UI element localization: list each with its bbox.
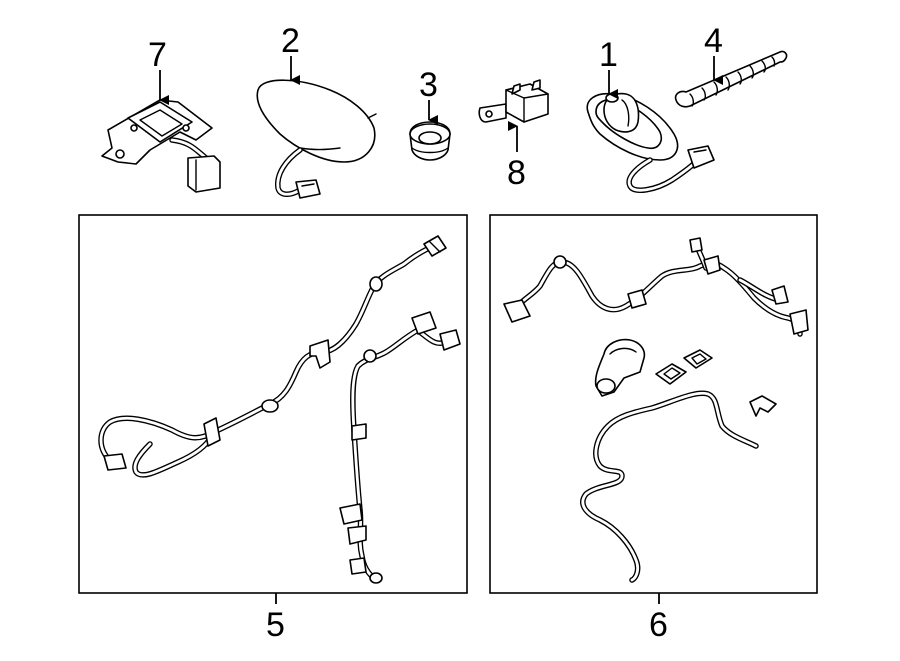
callout-8-label: 8 bbox=[507, 154, 526, 192]
part-3-grommet bbox=[409, 121, 451, 161]
callout-3: 3 bbox=[419, 66, 438, 125]
callout-7-label: 7 bbox=[148, 36, 167, 74]
part-1-antenna-base bbox=[586, 92, 715, 193]
callout-1: 1 bbox=[599, 36, 618, 99]
callout-5: 5 bbox=[266, 593, 285, 644]
callout-1-label: 1 bbox=[599, 36, 618, 74]
callout-7: 7 bbox=[148, 36, 169, 105]
callout-6: 6 bbox=[649, 593, 668, 644]
part-7-module bbox=[101, 99, 221, 193]
part-5-harness bbox=[98, 235, 461, 584]
part-4-mast bbox=[674, 50, 788, 108]
callout-4: 4 bbox=[704, 22, 723, 85]
callout-5-label: 5 bbox=[266, 606, 285, 644]
callout-4-label: 4 bbox=[704, 22, 723, 60]
callout-8: 8 bbox=[507, 121, 526, 192]
part-6-harness bbox=[503, 237, 809, 583]
callout-3-label: 3 bbox=[419, 66, 438, 104]
callout-2-label: 2 bbox=[281, 22, 300, 60]
part-8-relay bbox=[478, 79, 549, 123]
callout-2: 2 bbox=[281, 22, 300, 85]
box-5-frame bbox=[78, 214, 468, 594]
part-2-antenna bbox=[256, 79, 377, 199]
box-6-frame bbox=[489, 214, 818, 594]
callout-6-label: 6 bbox=[649, 606, 668, 644]
